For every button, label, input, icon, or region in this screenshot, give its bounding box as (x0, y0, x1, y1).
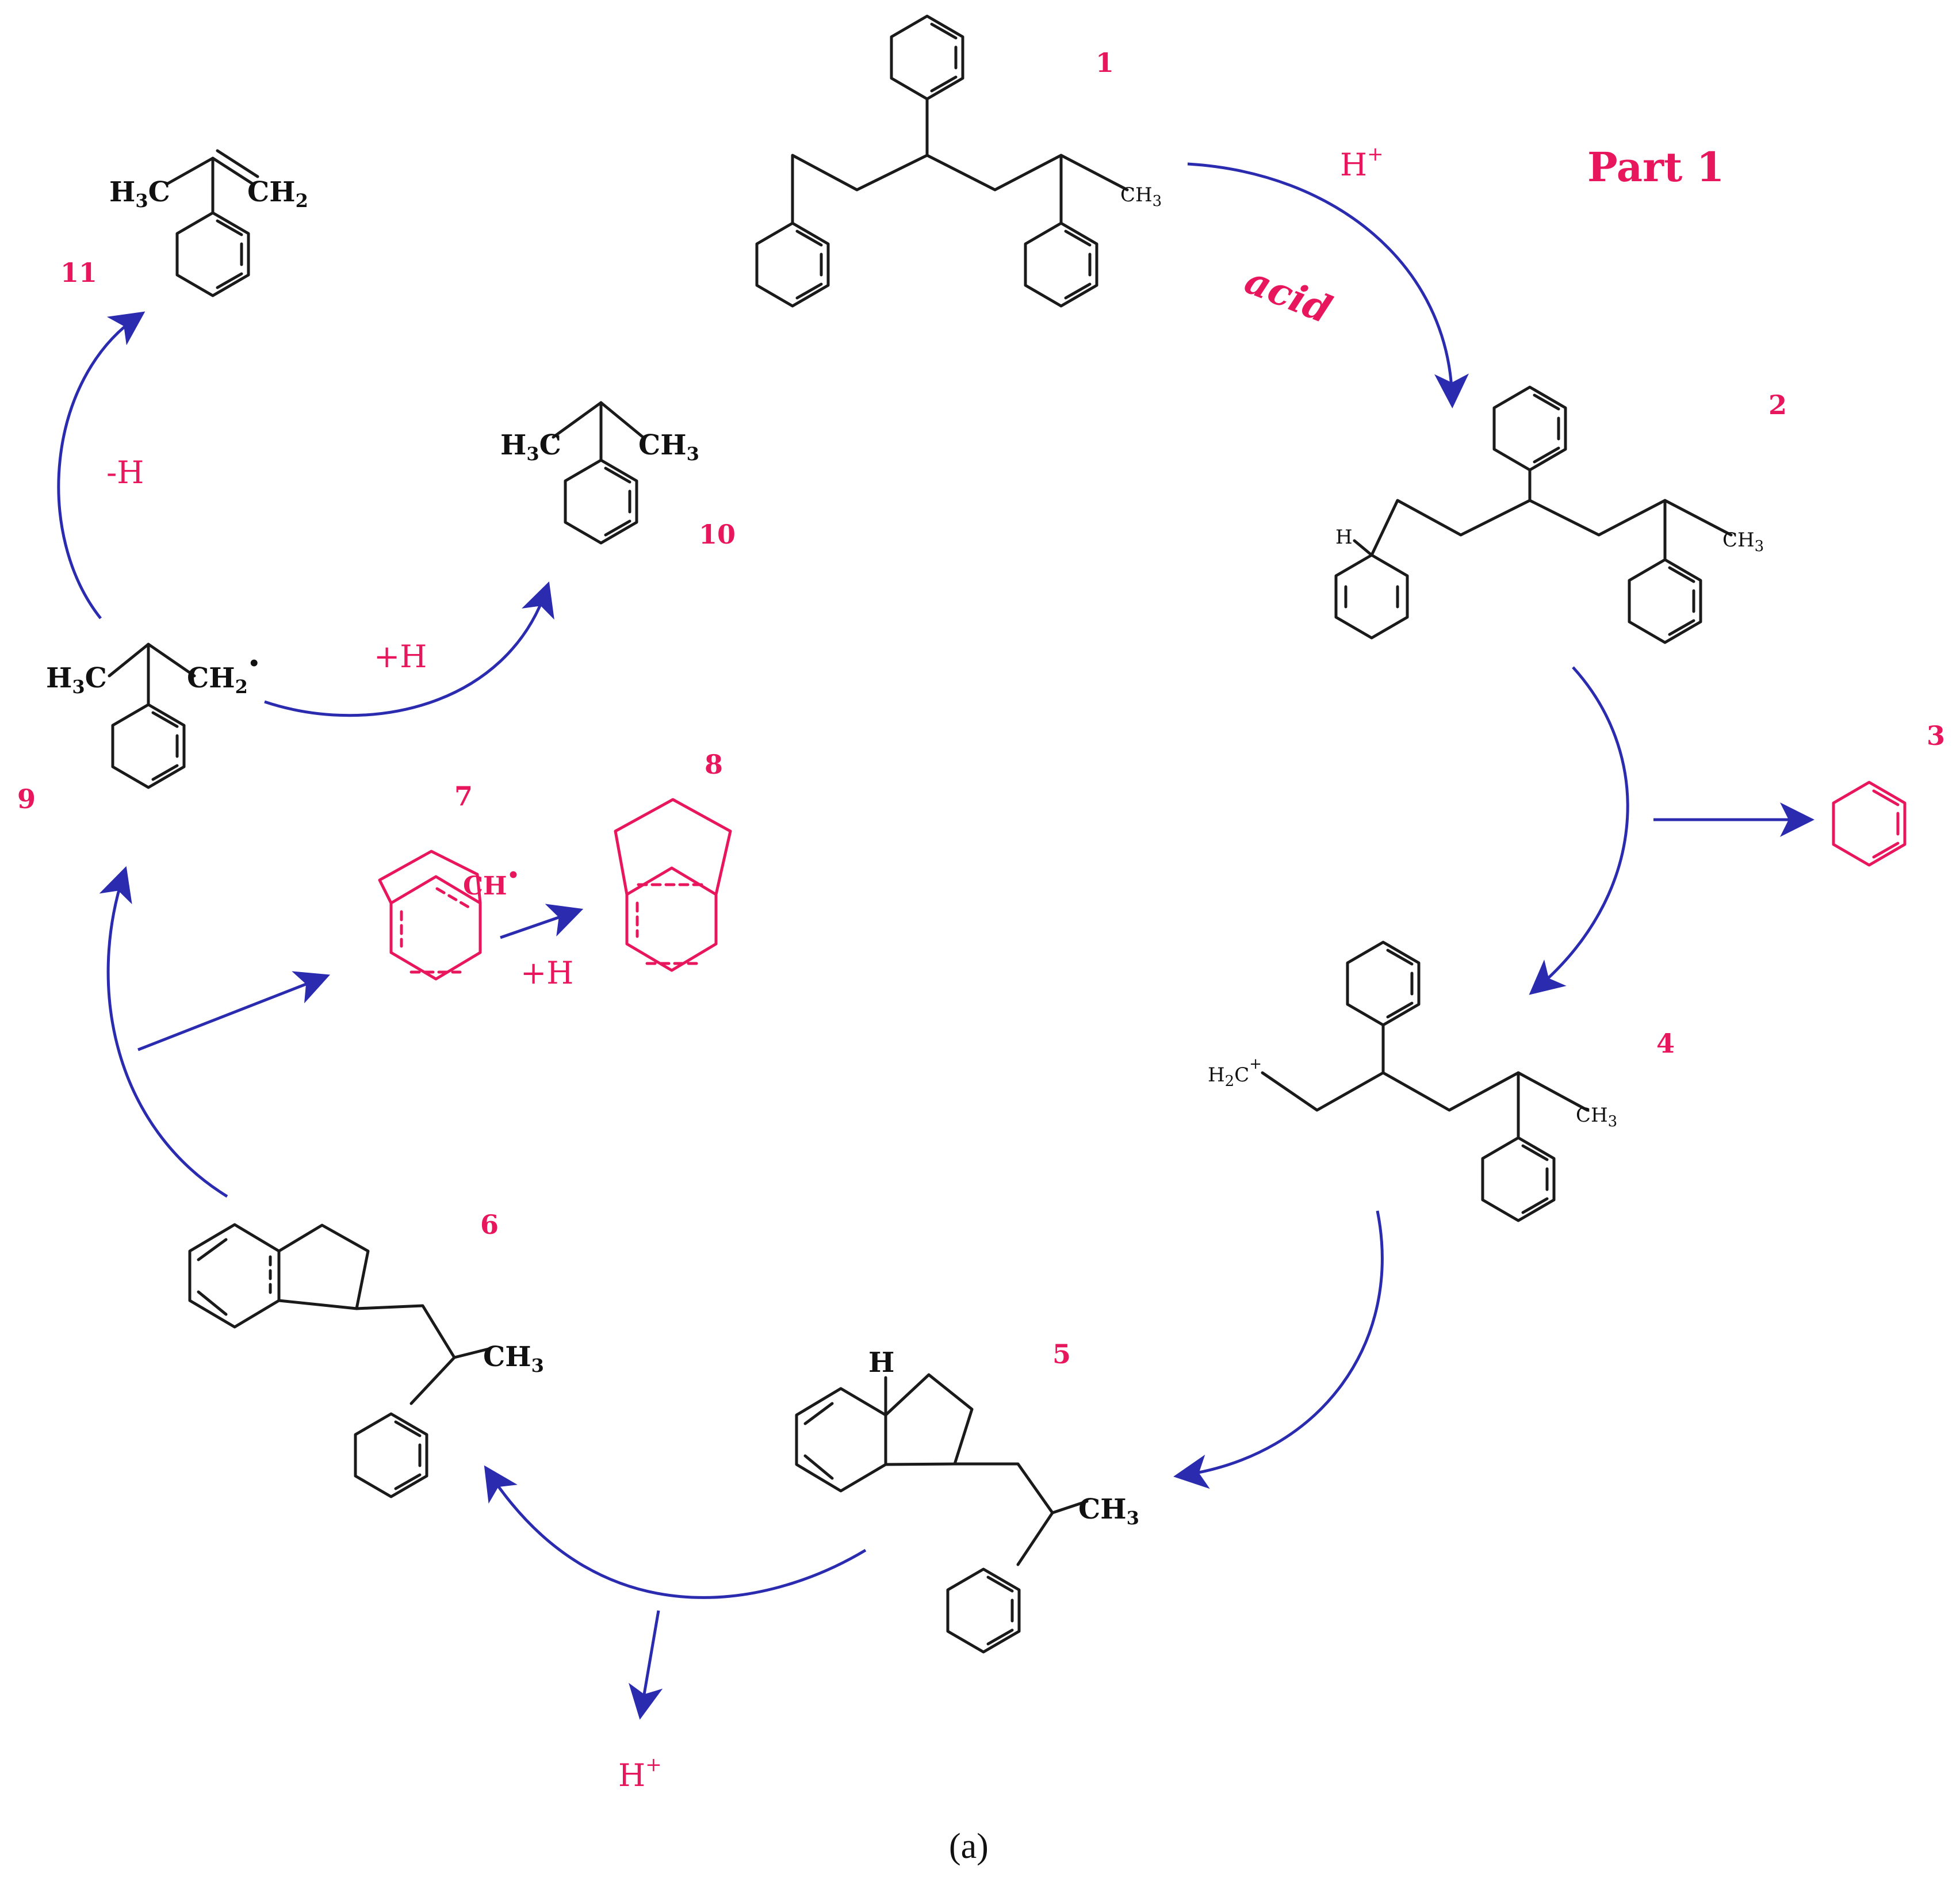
compound-number-4: 4 (1656, 1028, 1675, 1059)
compound-number-9: 9 (17, 783, 36, 814)
compound-number-11: 11 (60, 257, 97, 288)
svg-text:H3C: H3C (500, 429, 561, 465)
compound-1: CH3 (757, 16, 1162, 306)
svg-text:H: H (1335, 526, 1353, 549)
svg-text:CH3: CH3 (1576, 1104, 1617, 1130)
plus-h-label-10: +H (374, 638, 427, 675)
compound-number-6: 6 (480, 1209, 499, 1240)
compound-9: H3C CH2• (46, 643, 261, 787)
plus-h-label-7: +H (520, 955, 573, 991)
compound-2: H CH3 (1334, 387, 1764, 643)
svg-text:H3C: H3C (46, 662, 107, 698)
proton-label-bottom: H+ (618, 1753, 662, 1793)
svg-text:CH2: CH2 (247, 176, 308, 212)
proton-label-top: H+ (1340, 143, 1384, 183)
compound-number-7: 7 (454, 781, 473, 812)
svg-text:CH3: CH3 (1120, 183, 1162, 210)
compound-number-5: 5 (1052, 1339, 1071, 1370)
compound-11: H3C CH2 (109, 149, 308, 296)
svg-text:H2C+: H2C+ (1208, 1056, 1262, 1090)
svg-text:CH2•: CH2• (187, 652, 261, 698)
svg-text:H: H (868, 1347, 894, 1379)
compound-3 (1832, 781, 1907, 867)
svg-text:CH3: CH3 (483, 1341, 544, 1376)
compound-7: CH• (378, 850, 519, 981)
svg-text:CH3: CH3 (1078, 1493, 1139, 1529)
compound-number-3: 3 (1927, 720, 1945, 751)
compound-number-2: 2 (1768, 389, 1787, 420)
compound-number-8: 8 (705, 749, 723, 780)
svg-text:CH•: CH• (463, 864, 519, 901)
compound-number-10: 10 (699, 519, 736, 550)
acid-label: acid (1239, 258, 1338, 332)
compound-number-1: 1 (1096, 47, 1114, 78)
reaction-arrow-icon (57, 162, 1814, 1720)
figure-caption: (a) (949, 1827, 989, 1866)
compound-10: H3C CH3 (500, 401, 699, 543)
compound-6: CH3 (188, 1223, 544, 1497)
svg-text:CH3: CH3 (1722, 529, 1764, 555)
minus-h-label-11: -H (106, 454, 144, 491)
part-title: Part 1 (1587, 143, 1724, 191)
compound-4: H2C+ CH3 (1208, 942, 1617, 1221)
compound-8 (614, 798, 732, 972)
svg-text:CH3: CH3 (638, 429, 699, 465)
compound-5: H CH3 (795, 1347, 1139, 1652)
svg-text:H3C: H3C (109, 176, 170, 212)
